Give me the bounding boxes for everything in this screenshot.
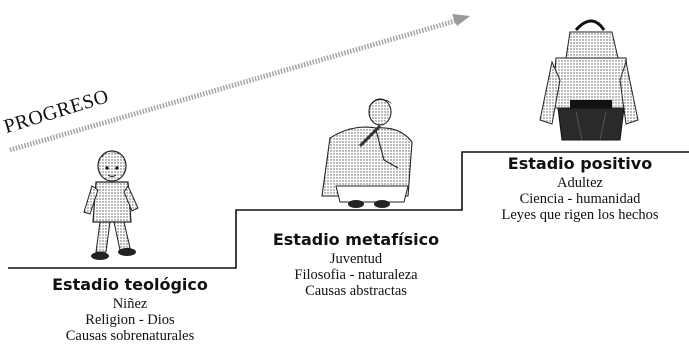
stage-title: Estadio teológico bbox=[52, 275, 208, 294]
stage-age: Niñez bbox=[112, 295, 148, 312]
stage-causes: Leyes que rigen los hechos bbox=[501, 207, 659, 224]
child-figure-icon bbox=[83, 150, 139, 260]
adult-figure-icon bbox=[539, 19, 639, 141]
staircase-line bbox=[8, 151, 689, 269]
progress-arrow bbox=[9, 14, 470, 153]
stage-causes: Causas abstractas bbox=[305, 283, 407, 300]
stage-causes: Causas sobrenaturales bbox=[65, 328, 195, 345]
stage-metaphysical: Estadio metafísico Juventud Filosofia - … bbox=[256, 231, 456, 300]
stage-domain: Religion - Dios bbox=[85, 312, 175, 329]
stage-theological: Estadio teológico Niñez Religion - Dios … bbox=[30, 276, 230, 345]
stage-age: Adultez bbox=[557, 174, 603, 191]
stage-positive: Estadio positivo Adultez Ciencia - human… bbox=[472, 155, 688, 224]
stage-title: Estadio positivo bbox=[507, 154, 653, 173]
stage-title: Estadio metafísico bbox=[272, 230, 440, 249]
stage-domain: Ciencia - humanidad bbox=[519, 191, 641, 208]
stage-age: Juventud bbox=[329, 250, 383, 267]
stage-domain: Filosofia - naturaleza bbox=[294, 267, 418, 284]
youth-thinking-figure-icon bbox=[321, 98, 413, 208]
